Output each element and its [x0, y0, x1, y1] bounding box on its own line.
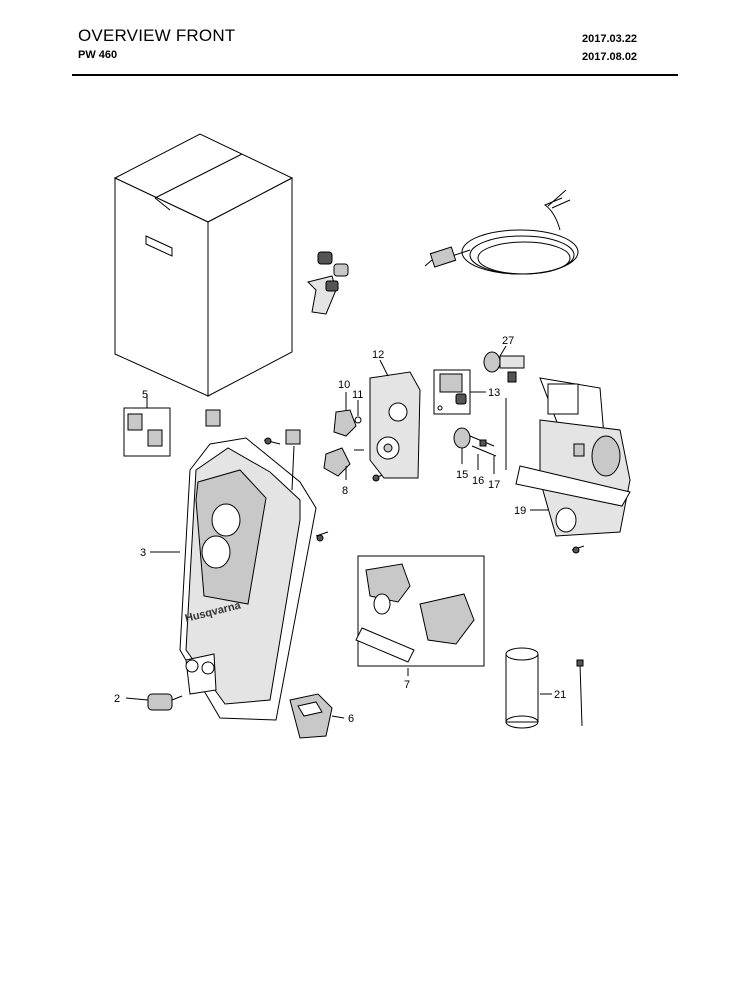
parts-15-16-17 — [453, 398, 507, 470]
screws — [263, 437, 585, 554]
callout-8: 8 — [342, 485, 348, 497]
date-revised: 2017.08.02 — [582, 51, 638, 63]
callout-15: 15 — [456, 469, 468, 481]
header-divider — [72, 74, 678, 76]
pump-unit — [515, 377, 631, 537]
callout-12: 12 — [372, 349, 384, 361]
callout-5: 5 — [142, 389, 148, 401]
model-number: PW 460 — [78, 49, 118, 61]
date-created: 2017.03.22 — [582, 33, 638, 45]
callout-3: 3 — [140, 547, 146, 559]
callout-13: 13 — [488, 387, 500, 399]
callout-19: 19 — [514, 505, 526, 517]
callout-2: 2 — [114, 693, 120, 705]
part-13-switch — [433, 369, 471, 415]
power-cord — [424, 189, 579, 275]
part-6-holder — [289, 693, 333, 739]
part-5-clips — [123, 398, 221, 457]
control-panel-bracket — [369, 371, 421, 479]
part-2-connector — [147, 693, 183, 711]
callout-10: 10 — [338, 379, 350, 391]
packaging-box — [113, 133, 294, 397]
main-housing: Husqvarna — [179, 429, 317, 721]
callout-27: 27 — [502, 335, 514, 347]
callout-16: 16 — [472, 475, 484, 487]
hose-fittings — [307, 251, 349, 315]
callout-7: 7 — [404, 679, 410, 691]
callout-21: 21 — [554, 689, 566, 701]
leader-lines — [125, 345, 552, 719]
callout-17: 17 — [488, 479, 500, 491]
part-27-valve — [483, 351, 525, 383]
callout-11: 11 — [352, 389, 363, 401]
part-21-cylinder — [505, 647, 584, 729]
callout-6: 6 — [348, 713, 354, 725]
part-7-accessory-box — [355, 555, 485, 667]
control-knobs — [323, 409, 362, 477]
page-title: OVERVIEW FRONT — [78, 26, 236, 45]
